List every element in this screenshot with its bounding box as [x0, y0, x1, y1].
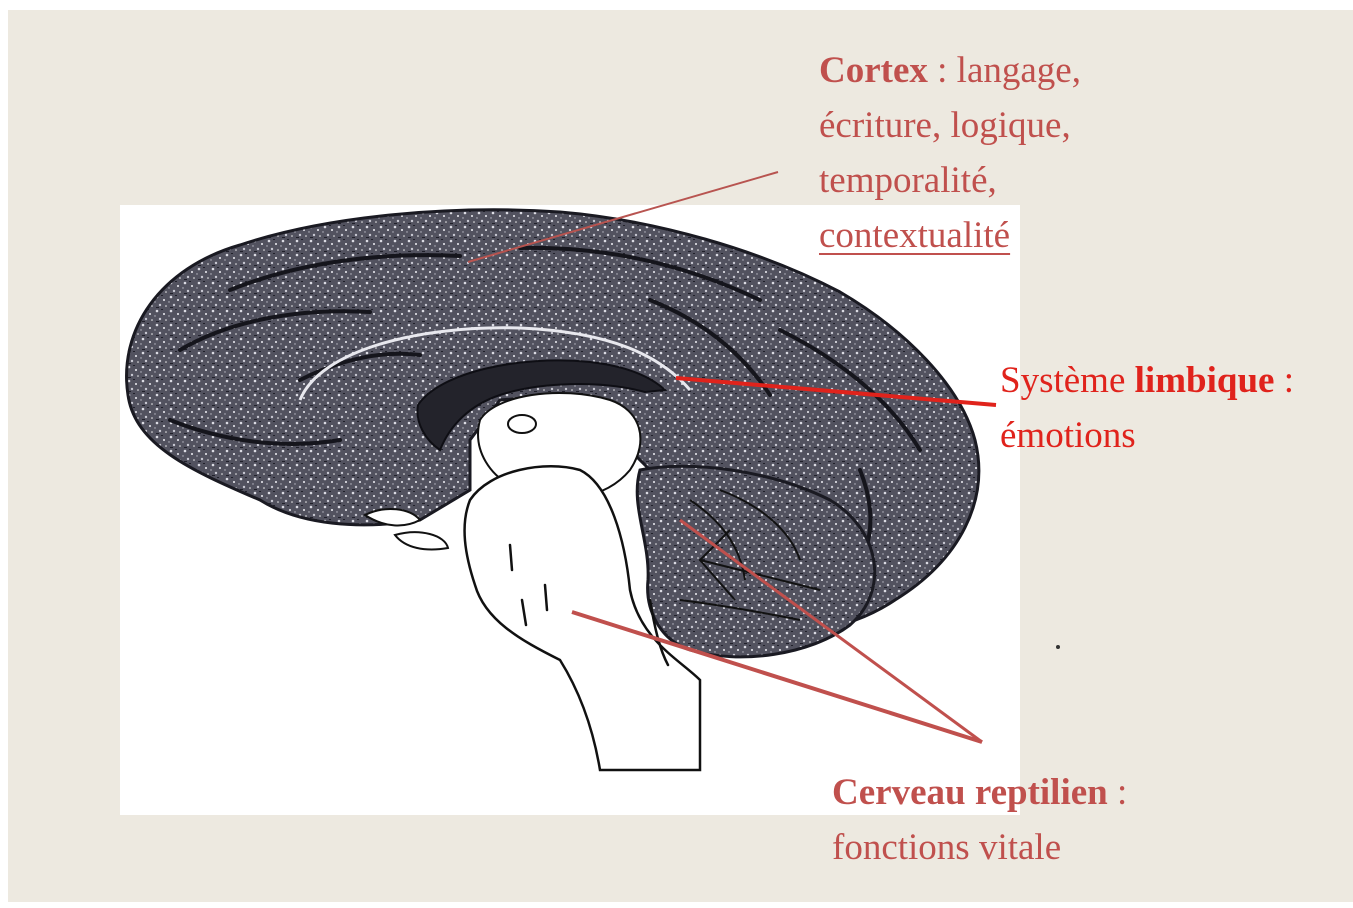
- cortex-term: Cortex: [819, 50, 928, 91]
- pituitary: [395, 532, 448, 549]
- limbic-label: Système limbique : émotions: [1000, 353, 1294, 463]
- reptilian-line2: fonctions vitale: [832, 820, 1127, 875]
- limbic-suffix: :: [1274, 360, 1294, 401]
- cortex-line4: contextualité: [819, 215, 1010, 256]
- thalamus-nucleus: [508, 415, 536, 433]
- stray-dot: [1056, 645, 1060, 649]
- cortex-line3: temporalité,: [819, 153, 1081, 208]
- limbic-prefix: Système: [1000, 360, 1135, 401]
- cortex-label: Cortex : langage, écriture, logique, tem…: [819, 43, 1081, 263]
- reptilian-term: Cerveau reptilien: [832, 772, 1108, 813]
- limbic-term: limbique: [1135, 360, 1275, 401]
- reptilian-line1: :: [1108, 772, 1128, 813]
- cortex-line2: écriture, logique,: [819, 98, 1081, 153]
- limbic-line2: émotions: [1000, 408, 1294, 463]
- cortex-line1: : langage,: [928, 50, 1081, 91]
- reptilian-label: Cerveau reptilien : fonctions vitale: [832, 765, 1127, 875]
